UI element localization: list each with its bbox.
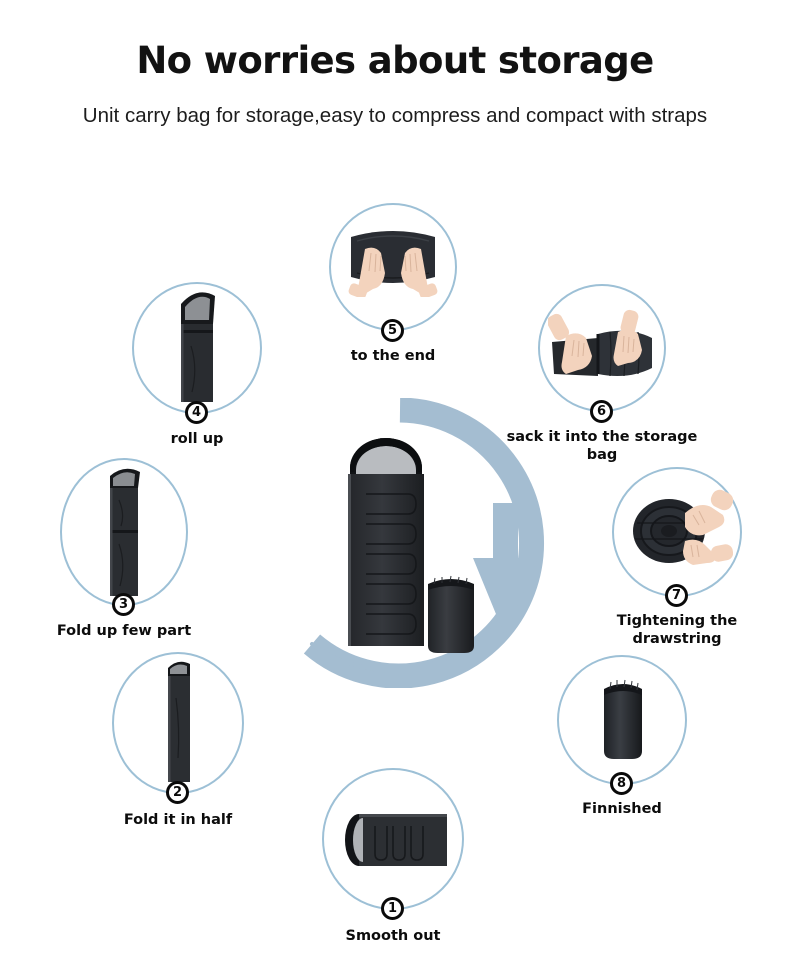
sleeping-bag-flat-icon [335, 812, 451, 868]
sleeping-bag-folded-part-icon [100, 464, 148, 600]
step-number-badge: 3 [112, 593, 135, 616]
sleeping-bag-folded-half-icon [156, 658, 200, 784]
step-number-badge: 4 [185, 401, 208, 424]
step-number-badge: 2 [166, 781, 189, 804]
page-title: No worries about storage [136, 39, 654, 82]
header: No worries about storage Unit carry bag … [0, 0, 790, 130]
step-caption: Fold up few part [56, 623, 192, 639]
product-sleeping-bag-image [336, 432, 486, 660]
hands-pressing-roll-icon [343, 227, 443, 297]
step-caption: Tightening the drawstring [616, 613, 738, 647]
step-caption: to the end [350, 348, 436, 364]
hands-tightening-drawstring-icon [623, 487, 733, 569]
step-number-badge: 5 [381, 319, 404, 342]
clockwise-cycle-arrow [250, 398, 550, 688]
hands-stuffing-sack-icon [548, 308, 656, 382]
step-caption: Smooth out [345, 928, 441, 944]
packed-stuff-sack-icon [598, 675, 648, 761]
sleeping-bag-rolled-icon [173, 286, 221, 406]
page-subtitle: Unit carry bag for storage,easy to compr… [82, 104, 708, 127]
step-caption: Fold it in half [123, 812, 233, 828]
step-caption: Finnished [582, 801, 662, 817]
step-caption: roll up [170, 431, 224, 447]
step-number-badge: 8 [610, 772, 633, 795]
step-caption: sack it into the storage bag [506, 429, 698, 463]
step-number-badge: 1 [381, 897, 404, 920]
step-number-badge: 6 [590, 400, 613, 423]
step-number-badge: 7 [665, 584, 688, 607]
